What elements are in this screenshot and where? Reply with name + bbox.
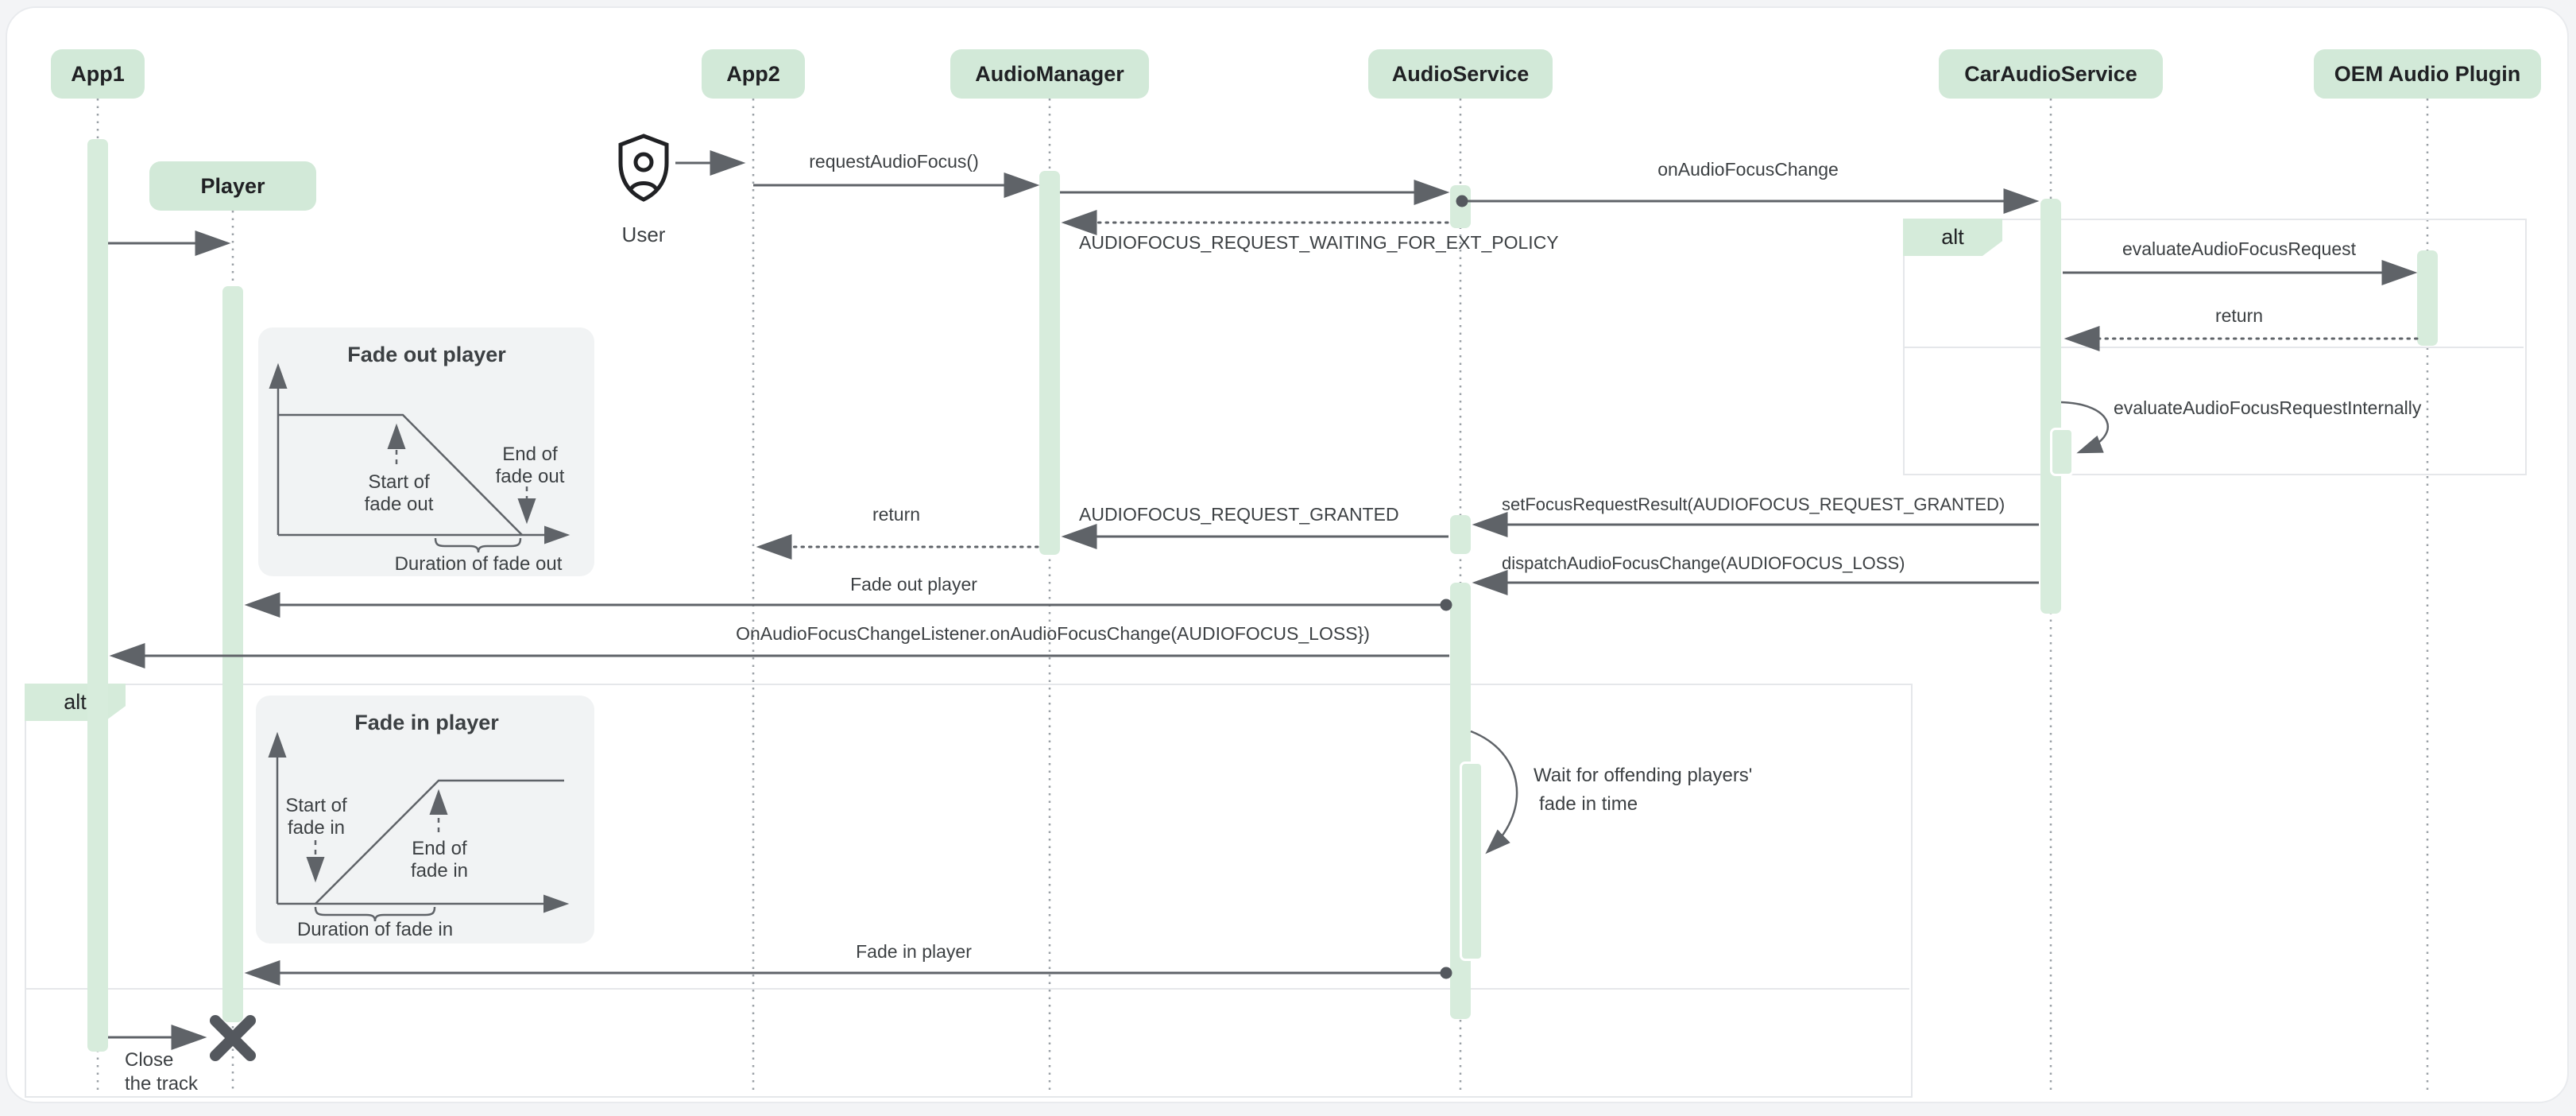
message-label: Fade in player xyxy=(856,941,972,962)
message-start-dot xyxy=(1440,599,1452,611)
message-label: evaluateAudioFocusRequestInternally xyxy=(2114,397,2422,418)
alt-label: alt xyxy=(64,690,87,714)
fade-out-end-label: End of fade out xyxy=(496,444,565,488)
arrow-evaluate-internally-selfloop xyxy=(2060,401,2109,454)
activation-audioservice-2 xyxy=(1450,515,1471,554)
participant-caraudioservice: CarAudioService xyxy=(1939,49,2163,99)
participant-label: CarAudioService xyxy=(1964,61,2137,86)
fade-in-chart-title: Fade in player xyxy=(354,711,499,734)
user-label: User xyxy=(621,223,666,246)
label-line: fade out xyxy=(495,466,565,487)
activation-app1 xyxy=(87,139,108,1052)
participant-label: App2 xyxy=(726,61,780,86)
label-line: End of xyxy=(412,838,467,859)
activation-audioservice-wait xyxy=(1460,761,1483,961)
message-label: return xyxy=(872,504,921,525)
alt-fragment-left xyxy=(25,684,1913,1098)
participant-label: AudioService xyxy=(1391,61,1530,86)
alt-fragment-left-divider xyxy=(25,988,1909,990)
label-line: fade in xyxy=(287,817,346,839)
message-label: Fade out player xyxy=(850,574,977,595)
message-label: evaluateAudioFocusRequest xyxy=(2122,238,2357,259)
fade-out-chart-lines xyxy=(269,362,571,553)
fade-in-start-label: Start of fade in xyxy=(285,795,346,839)
activation-oemaudioplugin xyxy=(2417,250,2438,346)
activation-audiomanager xyxy=(1039,171,1060,555)
alt-fragment-right-tab: alt xyxy=(1903,219,2002,256)
message-label: onAudioFocusChange xyxy=(1657,159,1839,180)
participant-label: OEM Audio Plugin xyxy=(2334,61,2521,86)
label-line: Start of xyxy=(285,795,347,816)
wait-note-line1: Wait for offending players' xyxy=(1534,765,1753,786)
participant-label: App1 xyxy=(71,61,125,86)
wait-note-line2: fade in time xyxy=(1539,793,1638,815)
participant-player: Player xyxy=(149,161,316,211)
fade-out-duration-label: Duration of fade out xyxy=(394,553,563,575)
label-line: fade out xyxy=(364,494,434,515)
fade-in-duration-label: Duration of fade in xyxy=(296,919,454,940)
message-start-dot xyxy=(1440,967,1452,979)
participant-audiomanager: AudioManager xyxy=(950,49,1149,99)
alt-fragment-left-tab: alt xyxy=(25,684,126,721)
message-label: dispatchAudioFocusChange(AUDIOFOCUS_LOSS… xyxy=(1502,553,1905,573)
participant-label: AudioManager xyxy=(975,61,1124,86)
user-shield-icon xyxy=(618,134,669,202)
message-label: return xyxy=(2214,305,2264,326)
fade-in-chart xyxy=(256,696,594,944)
alt-fragment-right-divider xyxy=(1903,347,2524,348)
message-label: setFocusRequestResult(AUDIOFOCUS_REQUEST… xyxy=(1502,494,2005,514)
label-line: fade in xyxy=(410,860,469,882)
fade-in-end-label: End of fade in xyxy=(411,838,468,882)
close-note-line2: the track xyxy=(125,1073,199,1095)
alt-label: alt xyxy=(1941,225,1964,249)
participant-app1: App1 xyxy=(51,49,145,99)
destroy-x-icon xyxy=(210,1015,256,1061)
label-line: End of xyxy=(502,444,558,465)
participant-app2: App2 xyxy=(702,49,805,99)
message-label: requestAudioFocus() xyxy=(809,151,979,172)
fade-out-start-label: Start of fade out xyxy=(365,471,434,516)
activation-caraudioservice-internal xyxy=(2050,428,2074,476)
activation-player xyxy=(222,286,243,1022)
message-label: AUDIOFOCUS_REQUEST_WAITING_FOR_EXT_POLIC… xyxy=(1079,232,1559,253)
fade-out-chart-title: Fade out player xyxy=(347,343,506,366)
participant-label: Player xyxy=(200,173,265,198)
label-line: Start of xyxy=(368,471,430,493)
arrow-wait-selfloop xyxy=(1470,730,1518,854)
activation-caraudioservice xyxy=(2040,199,2061,614)
fade-in-chart-lines xyxy=(268,731,570,922)
close-note-line1: Close xyxy=(125,1049,174,1071)
participant-oemaudioplugin: OEM Audio Plugin xyxy=(2314,49,2541,99)
message-label: OnAudioFocusChangeListener.onAudioFocusC… xyxy=(736,623,1370,644)
message-start-dot xyxy=(1456,195,1468,207)
message-label: AUDIOFOCUS_REQUEST_GRANTED xyxy=(1079,504,1399,525)
participant-audioservice: AudioService xyxy=(1368,49,1553,99)
